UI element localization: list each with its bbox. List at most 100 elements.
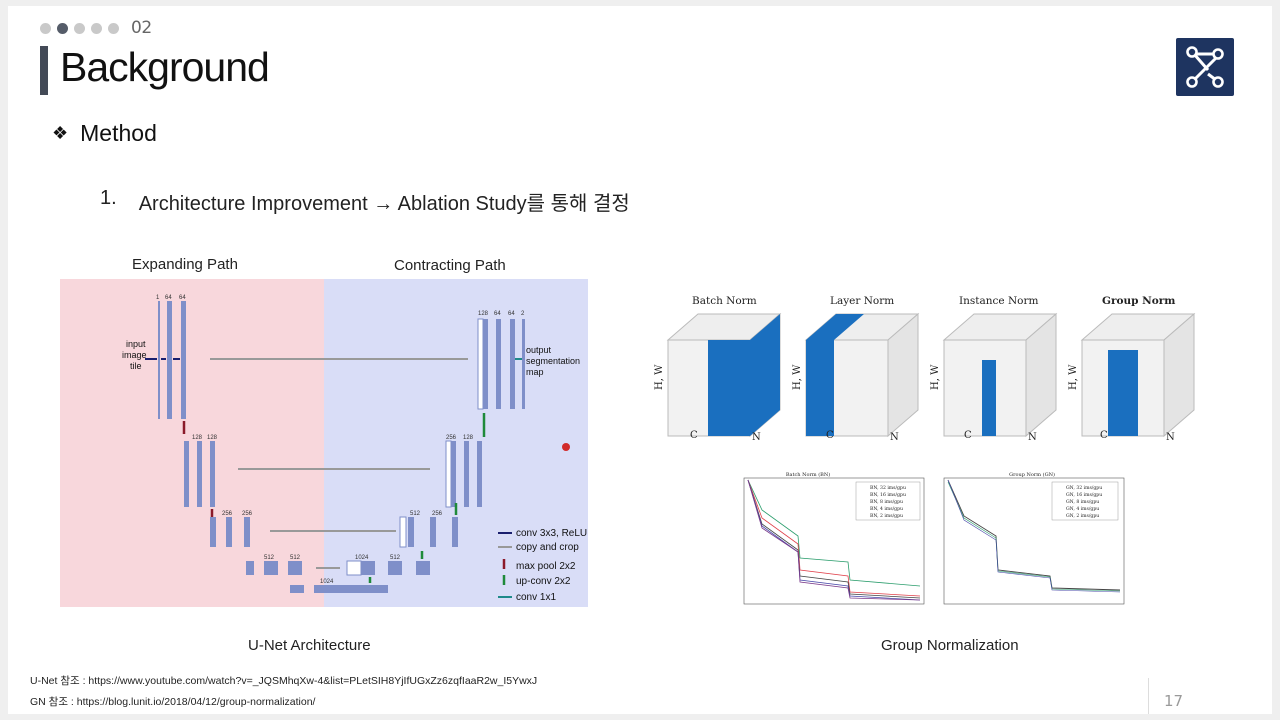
svg-text:256: 256	[432, 511, 443, 517]
svg-text:Group Norm (GN): Group Norm (GN)	[1009, 471, 1055, 478]
gn-caption: Group Normalization	[881, 637, 1019, 654]
svg-text:H, W: H, W	[654, 364, 665, 390]
progress-dots: 02	[40, 18, 152, 38]
svg-text:N: N	[752, 432, 761, 443]
slide: 02 Background ❖ Method 1. Architecture I…	[8, 6, 1272, 714]
diamond-bullet-icon: ❖	[52, 123, 69, 143]
title-accent-bar	[40, 46, 48, 95]
decoder-level-4: 1024 512	[346, 555, 430, 583]
svg-text:64: 64	[494, 311, 501, 317]
svg-text:input: input	[126, 339, 146, 349]
unet-caption: U-Net Architecture	[248, 637, 371, 654]
unet-diagram: input image tile output segmentation map…	[60, 279, 588, 607]
svg-text:512: 512	[390, 555, 401, 561]
section-number: 02	[131, 18, 152, 38]
expanding-path-bg	[60, 279, 324, 607]
bottleneck: 1024	[290, 579, 388, 593]
svg-text:128: 128	[207, 435, 218, 441]
svg-text:H, W: H, W	[1068, 364, 1079, 390]
svg-text:2: 2	[521, 311, 525, 317]
footer-divider	[1148, 678, 1149, 714]
svg-text:segmentation: segmentation	[526, 356, 580, 366]
svg-text:H, W: H, W	[792, 364, 803, 390]
svg-text:128: 128	[192, 435, 203, 441]
svg-text:N: N	[890, 432, 899, 443]
svg-text:C: C	[1100, 430, 1108, 441]
decoder-level-2: 256 128	[445, 435, 482, 515]
norm-titles: Batch Norm Layer Norm Instance Norm Grou…	[692, 295, 1175, 307]
svg-text:64: 64	[179, 295, 186, 301]
svg-text:256: 256	[446, 435, 457, 441]
svg-text:copy and crop: copy and crop	[516, 542, 579, 553]
decoder-level-1: 128 64 64 2	[477, 311, 525, 437]
svg-text:GN, 32 ims/gpu: GN, 32 ims/gpu	[1066, 485, 1102, 491]
svg-text:256: 256	[222, 511, 233, 517]
unet-legend: conv 3x3, ReLU copy and crop max pool 2x…	[498, 528, 587, 603]
svg-text:H, W: H, W	[930, 364, 941, 390]
svg-text:BN, 4 ims/gpu: BN, 4 ims/gpu	[870, 506, 903, 512]
cursor-dot	[562, 443, 570, 451]
svg-text:Batch Norm: Batch Norm	[692, 295, 757, 307]
network-node-icon	[1186, 46, 1224, 88]
cube-axis-labels: H, W H, W H, W H, W C N C N C N C N	[654, 364, 1175, 443]
bullet-text: Method	[80, 120, 157, 146]
svg-text:BN, 8 ims/gpu: BN, 8 ims/gpu	[870, 499, 903, 505]
svg-text:1024: 1024	[320, 579, 334, 585]
svg-text:up-conv 2x2: up-conv 2x2	[516, 576, 571, 587]
svg-text:1024: 1024	[355, 555, 369, 561]
gn-reference[interactable]: GN 참조 : https://blog.lunit.io/2018/04/12…	[30, 696, 316, 708]
bullet-method: ❖ Method	[52, 120, 157, 147]
layer-norm-cube	[804, 312, 920, 438]
gn-training-chart: Group Norm (GN) GN, 32 ims/gpu GN, 16 im…	[943, 471, 1125, 605]
svg-text:Instance Norm: Instance Norm	[959, 295, 1039, 307]
svg-text:Batch Norm (BN): Batch Norm (BN)	[786, 471, 830, 478]
instance-norm-cube	[942, 312, 1058, 438]
unet-reference[interactable]: U-Net 참조 : https://www.youtube.com/watch…	[30, 675, 538, 687]
svg-text:conv 3x3, ReLU: conv 3x3, ReLU	[516, 528, 587, 539]
svg-text:output: output	[526, 345, 552, 355]
page-title: Background	[60, 44, 270, 90]
svg-text:GN, 8 ims/gpu: GN, 8 ims/gpu	[1066, 499, 1099, 505]
svg-text:N: N	[1166, 432, 1175, 443]
group-norm-figure: Batch Norm Layer Norm Instance Norm Grou…	[654, 295, 1196, 605]
svg-text:max pool 2x2: max pool 2x2	[516, 561, 576, 572]
input-label: input image tile	[122, 339, 147, 371]
svg-text:BN, 32 ims/gpu: BN, 32 ims/gpu	[870, 485, 906, 491]
svg-text:C: C	[690, 430, 698, 441]
progress-dot	[91, 22, 102, 34]
svg-text:tile: tile	[130, 361, 142, 371]
svg-text:map: map	[526, 367, 544, 377]
progress-dot	[108, 22, 119, 34]
svg-text:N: N	[1028, 432, 1037, 443]
progress-dot	[74, 22, 85, 34]
encoder-level-4: 512 512	[246, 555, 302, 575]
svg-text:1: 1	[156, 295, 160, 301]
batch-norm-cube	[666, 312, 782, 438]
svg-text:C: C	[964, 430, 972, 441]
svg-text:GN, 16 ims/gpu: GN, 16 ims/gpu	[1066, 492, 1102, 498]
group-norm-cube	[1080, 312, 1196, 438]
item-text: Architecture Improvement → Ablation Stud…	[138, 193, 630, 215]
svg-text:128: 128	[478, 311, 489, 317]
expanding-path-label: Expanding Path	[132, 256, 238, 273]
output-label: output segmentation map	[526, 345, 580, 377]
svg-text:128: 128	[463, 435, 474, 441]
page-number: 17	[1164, 692, 1184, 710]
svg-text:512: 512	[410, 511, 421, 517]
item-number: 1.	[100, 187, 117, 209]
svg-text:64: 64	[508, 311, 515, 317]
progress-dot	[40, 22, 51, 34]
svg-text:256: 256	[242, 511, 253, 517]
svg-text:C: C	[826, 430, 834, 441]
bn-training-chart: Batch Norm (BN) BN, 32 ims/gpu BN, 16 im…	[743, 471, 925, 605]
svg-text:BN, 2 ims/gpu: BN, 2 ims/gpu	[870, 513, 903, 519]
encoder-level-1: 1 64 64	[145, 295, 186, 419]
svg-text:Layer Norm: Layer Norm	[830, 295, 894, 307]
decoder-level-3: 512 256	[399, 511, 458, 559]
svg-text:512: 512	[264, 555, 275, 561]
svg-text:conv 1x1: conv 1x1	[516, 592, 556, 603]
progress-dot-active	[57, 22, 68, 34]
contracting-path-label: Contracting Path	[394, 257, 506, 274]
svg-text:GN, 2 ims/gpu: GN, 2 ims/gpu	[1066, 513, 1099, 519]
svg-text:GN, 4 ims/gpu: GN, 4 ims/gpu	[1066, 506, 1099, 512]
